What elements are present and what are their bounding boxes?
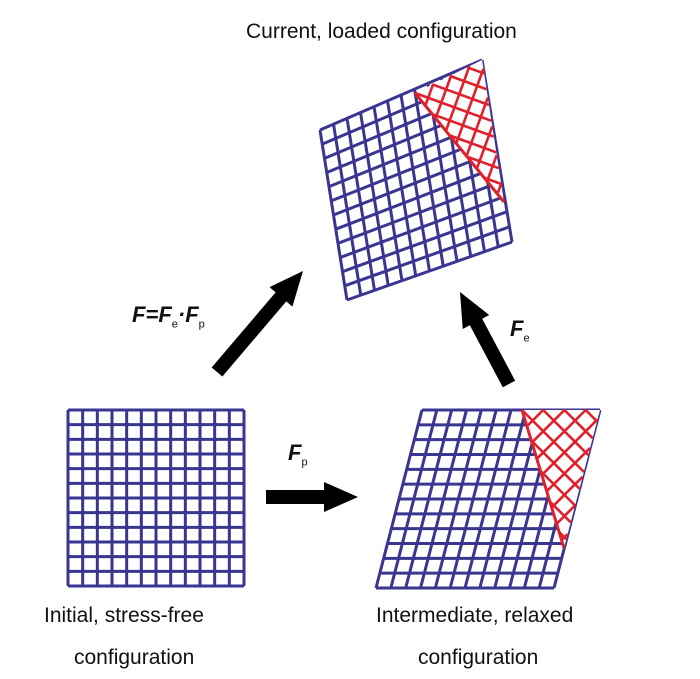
- equals-sign: =: [145, 302, 159, 327]
- elastic-deformation-label: Fe: [510, 316, 530, 351]
- e-subscript: e: [523, 332, 530, 345]
- fp-symbol: F: [185, 302, 199, 327]
- current-configuration-mesh: [318, 58, 514, 302]
- dot-operator: ·: [177, 302, 186, 327]
- red-region-background: [522, 410, 600, 548]
- red-hatch-line: [465, 97, 490, 157]
- red-hatch-line: [434, 74, 453, 119]
- red-hatch-line: [475, 125, 494, 170]
- red-hatch-line: [444, 65, 471, 132]
- mesh-line-horizontal: [344, 225, 511, 288]
- red-hatch-line: [540, 418, 599, 476]
- red-hatch-line: [526, 409, 545, 428]
- mesh-line-horizontal: [346, 240, 513, 302]
- red-hatch-line: [535, 409, 587, 460]
- red-hatch-line: [584, 409, 598, 423]
- elastic-deformation-arrow: [460, 292, 516, 388]
- fe-symbol: F: [158, 302, 172, 327]
- mesh-line-vertical: [480, 59, 514, 243]
- red-hatch-line: [539, 470, 577, 507]
- red-hatch-line: [454, 68, 485, 144]
- red-hatch: [414, 65, 505, 201]
- fe-symbol: F: [510, 316, 524, 341]
- total-deformation-formula: F=Fe·Fp: [132, 302, 205, 337]
- red-hatch-line: [555, 504, 577, 525]
- red-hatch-line: [485, 154, 498, 182]
- initial-configuration-label-1: Initial, stress-free: [44, 604, 204, 627]
- current-configuration-label: Current, loaded configuration: [246, 20, 517, 43]
- intermediate-configuration-label-2: configuration: [418, 646, 539, 669]
- red-hatch-line: [496, 183, 503, 195]
- intermediate-configuration-label-1: Intermediate, relaxed: [376, 604, 574, 627]
- initial-configuration-mesh: [66, 408, 246, 588]
- mesh-line-vertical: [552, 409, 602, 589]
- plastic-deformation-arrow: [266, 482, 358, 512]
- plastic-deformation-label: Fp: [288, 440, 308, 475]
- red-hatch-line: [545, 447, 592, 493]
- total-deformation-arrow: [211, 271, 303, 377]
- f-symbol: F: [132, 302, 146, 327]
- red-hatch-line: [530, 439, 581, 490]
- red-hatch: [521, 409, 599, 542]
- red-hatch-line: [542, 409, 590, 456]
- red-hatch-line: [431, 83, 490, 107]
- arrows: [211, 271, 516, 512]
- intermediate-configuration-mesh: [374, 408, 602, 590]
- initial-configuration-label-2: configuration: [74, 646, 195, 669]
- red-hatch-line: [550, 475, 584, 509]
- slip-line: [520, 409, 566, 549]
- fp-symbol: F: [288, 440, 302, 465]
- red-hatch-line: [449, 74, 487, 91]
- mesh-line-horizontal: [341, 210, 508, 274]
- p-subscript: p: [198, 318, 205, 331]
- red-hatch-line: [530, 409, 566, 444]
- slip-line: [413, 92, 506, 203]
- p-subscript: p: [301, 456, 308, 469]
- e-subscript: e: [171, 318, 178, 331]
- red-hatch-line: [563, 409, 594, 440]
- red-hatch-line: [424, 83, 435, 107]
